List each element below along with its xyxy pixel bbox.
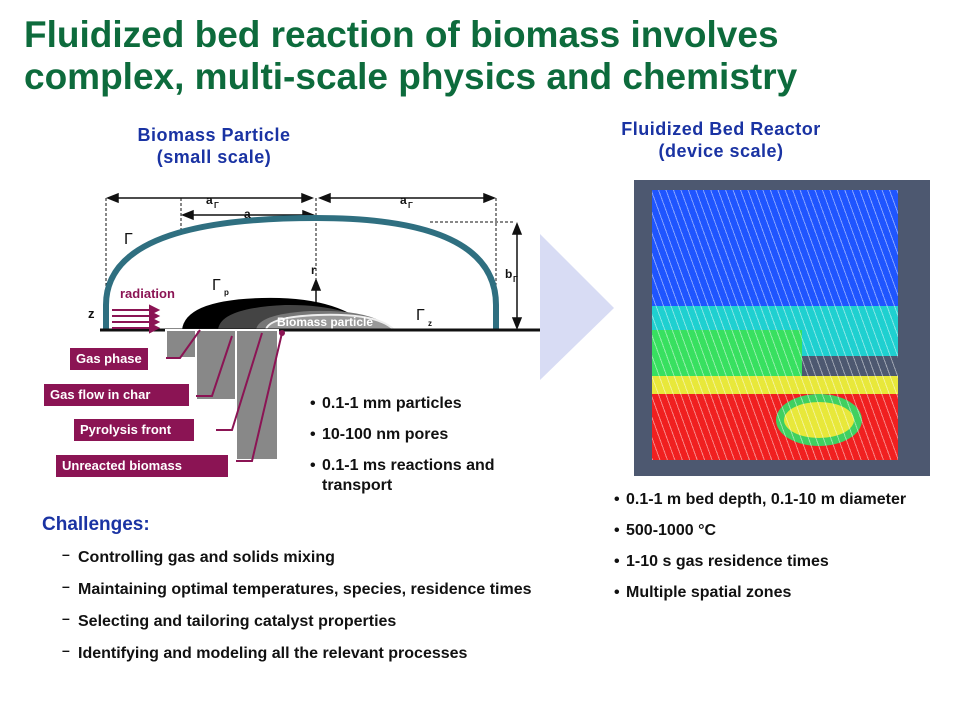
- layer-label-gas-phase: Gas phase: [70, 348, 148, 370]
- challenge-item: Maintaining optimal temperatures, specie…: [62, 576, 531, 612]
- particle-heading-line2: (small scale): [156, 147, 272, 167]
- sim-green-zone: [652, 330, 802, 380]
- particle-heading: Biomass Particle (small scale): [100, 124, 328, 168]
- reactor-bullet: 500-1000 °C: [614, 521, 954, 541]
- challenge-item: Controlling gas and solids mixing: [62, 544, 531, 580]
- gamma-p-sub: p: [224, 288, 229, 297]
- challenge-item: Selecting and tailoring catalyst propert…: [62, 608, 531, 644]
- sim-yellow-zone: [652, 376, 898, 398]
- sim-red-zone: [652, 394, 898, 460]
- gamma-z-label: Γ: [416, 307, 425, 324]
- z-label: z: [88, 306, 95, 321]
- a-gamma-left-sub: Γ: [214, 201, 219, 210]
- reactor-bullets: 0.1-1 m bed depth, 0.1-10 m diameter 500…: [614, 490, 954, 603]
- challenge-item: Identifying and modeling all the relevan…: [62, 640, 531, 676]
- layer-label-unreacted-biomass: Unreacted biomass: [56, 455, 228, 477]
- gamma-z-sub: z: [428, 319, 432, 328]
- particle-heading-line1: Biomass Particle: [137, 125, 291, 145]
- reactor-bullet: 1-10 s gas residence times: [614, 552, 954, 572]
- b-gamma-label: b: [505, 267, 512, 281]
- r-label: r: [311, 263, 316, 277]
- challenges-list: Controlling gas and solids mixing Mainta…: [62, 544, 531, 676]
- particle-bullets: 0.1-1 mm particles 10-100 nm pores 0.1-1…: [310, 394, 550, 496]
- scale-arrow: [540, 234, 614, 380]
- a-label: a: [244, 207, 251, 221]
- layer-label-pyrolysis-front: Pyrolysis front: [74, 419, 194, 441]
- reactor-heading-line2: (device scale): [658, 141, 784, 161]
- gamma-p-label: Γ: [212, 277, 221, 294]
- sim-hot-spot: [784, 402, 854, 438]
- gamma-label: Γ: [124, 231, 133, 248]
- a-gamma-right-sub: Γ: [408, 201, 413, 210]
- radiation-label: radiation: [120, 286, 175, 301]
- particle-bullet: 0.1-1 ms reactions and transport: [310, 456, 550, 496]
- slide-title: Fluidized bed reaction of biomass involv…: [24, 14, 798, 97]
- reactor-simulation-image: [634, 180, 930, 476]
- biomass-particle-label: Biomass particle: [277, 315, 373, 329]
- a-gamma-left-label: a: [206, 193, 213, 207]
- reactor-bullet: Multiple spatial zones: [614, 583, 954, 603]
- challenges-heading: Challenges:: [42, 514, 150, 535]
- reactor-bullet: 0.1-1 m bed depth, 0.1-10 m diameter: [614, 490, 954, 510]
- particle-bullet: 10-100 nm pores: [310, 425, 550, 445]
- b-gamma-sub: Γ: [513, 275, 518, 284]
- reactor-heading-line1: Fluidized Bed Reactor: [621, 119, 821, 139]
- reactor-heading: Fluidized Bed Reactor (device scale): [578, 118, 864, 162]
- sim-velocity-vectors: [652, 190, 898, 460]
- particle-bullet: 0.1-1 mm particles: [310, 394, 550, 414]
- a-gamma-right-label: a: [400, 193, 407, 207]
- layer-label-gas-flow-in-char: Gas flow in char: [44, 384, 189, 406]
- sim-blue-zone: [652, 190, 898, 310]
